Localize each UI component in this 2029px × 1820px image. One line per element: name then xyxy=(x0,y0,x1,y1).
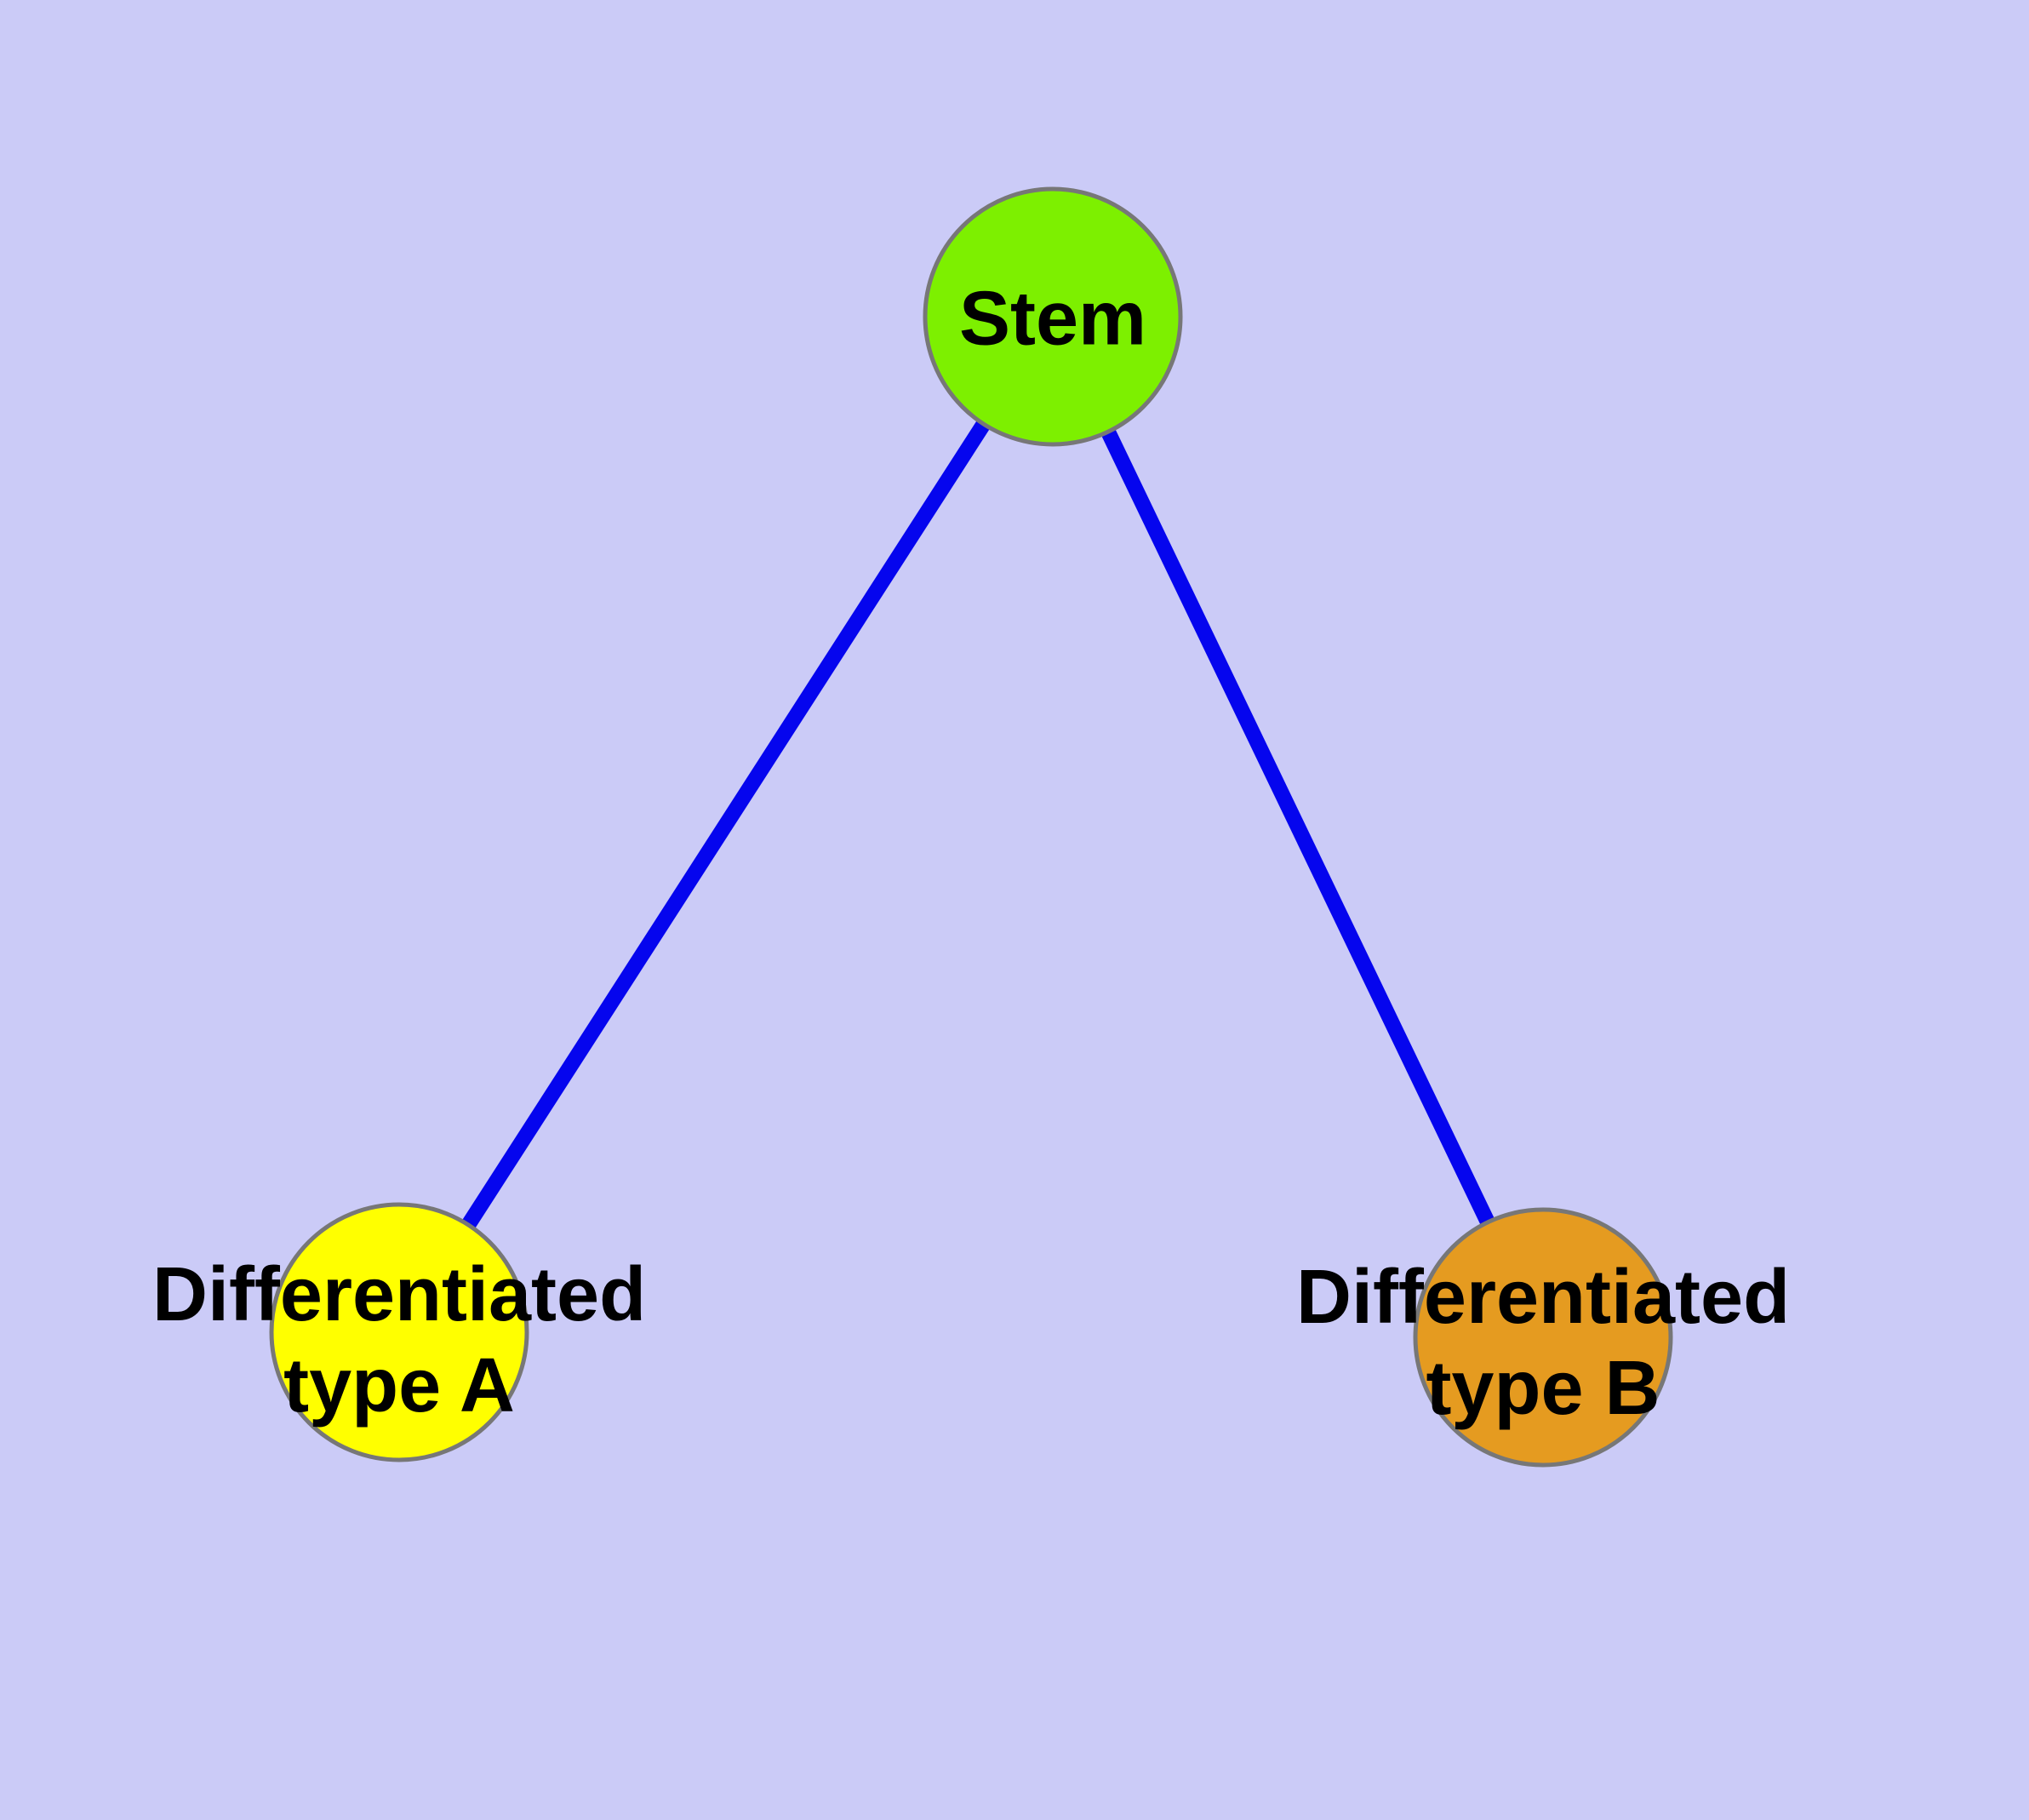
node-label-type-a-line2: type A xyxy=(283,1343,515,1428)
node-type-b-circle xyxy=(1413,1207,1673,1468)
node-label-type-b-line2: type B xyxy=(1426,1346,1660,1431)
node-label-type-a: Differentiated type A xyxy=(152,1250,646,1432)
node-label-type-b: Differentiated type B xyxy=(1296,1252,1790,1434)
node-label-type-a-line1: Differentiated xyxy=(151,1251,647,1337)
node-type-a-circle xyxy=(269,1202,529,1462)
node-stem-circle xyxy=(923,186,1183,447)
edge-stem-to-type-b xyxy=(1045,313,1551,1341)
node-label-stem-text: Stem xyxy=(958,276,1147,362)
edge-stem-to-type-a xyxy=(392,312,1060,1336)
node-label-type-b-line1: Differentiated xyxy=(1295,1254,1791,1340)
node-label-stem: Stem xyxy=(959,273,1146,364)
